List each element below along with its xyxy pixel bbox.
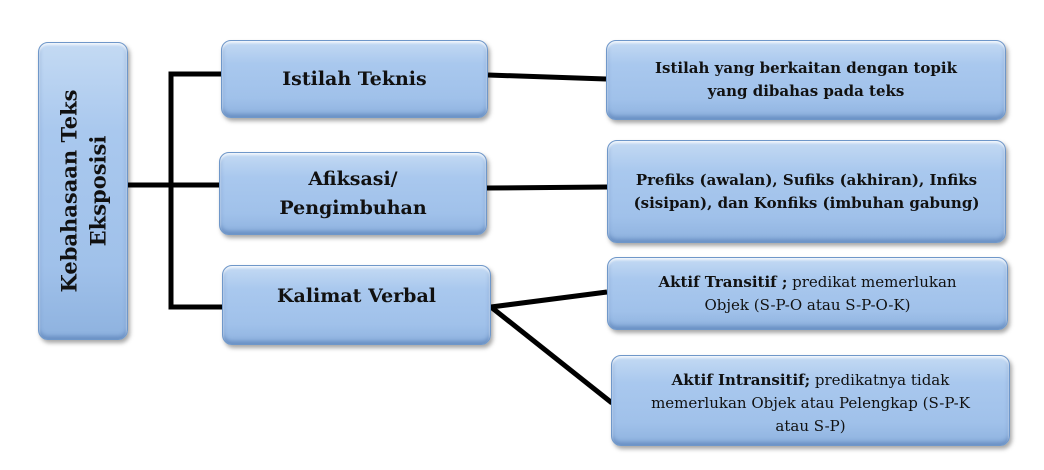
branch-label-line2: Pengimbuhan: [279, 196, 427, 219]
root-node: Kebahasaan Teks Eksposisi: [38, 42, 128, 340]
connector-afiksasi: [486, 184, 608, 191]
detail-term: Aktif Transitif ;: [658, 272, 788, 291]
detail-text: Istilah yang berkaitan dengan topik yang…: [655, 59, 957, 100]
branch-label: Istilah Teknis: [282, 67, 427, 90]
branch-label: Kalimat Verbal: [277, 285, 436, 307]
root-label: Kebahasaan Teks Eksposisi: [54, 90, 112, 293]
branch-kalimat-verbal: Kalimat Verbal: [222, 265, 491, 345]
detail-aktif-intransitif: Aktif Intransitif; predikatnya tidak mem…: [611, 355, 1010, 446]
detail-text: Prefiks (awalan), Sufiks (akhiran), Infi…: [633, 170, 980, 212]
detail-text: predikatnya tidak memerlukan Objek atau …: [651, 371, 970, 435]
connector-istilah: [487, 72, 607, 82]
branch-afiksasi: Afiksasi/ Pengimbuhan: [219, 152, 487, 235]
detail-istilah: Istilah yang berkaitan dengan topik yang…: [606, 40, 1006, 120]
root-label-line2: Eksposisi: [85, 135, 111, 247]
branch-label-line1: Afiksasi/: [308, 167, 398, 190]
connector-bracket: [168, 71, 222, 310]
detail-text: predikat memerlukan Objek (S-P-O atau S-…: [704, 272, 957, 314]
detail-term: Aktif Intransitif;: [671, 371, 811, 389]
detail-aktif-transitif: Aktif Transitif ; predikat memerlukan Ob…: [607, 257, 1008, 330]
branch-istilah-teknis: Istilah Teknis: [221, 40, 488, 118]
root-label-line1: Kebahasaan Teks: [56, 89, 82, 293]
connector-transitif: [490, 289, 608, 310]
detail-afiksasi: Prefiks (awalan), Sufiks (akhiran), Infi…: [607, 140, 1006, 243]
connector-intransitif: [489, 305, 614, 405]
